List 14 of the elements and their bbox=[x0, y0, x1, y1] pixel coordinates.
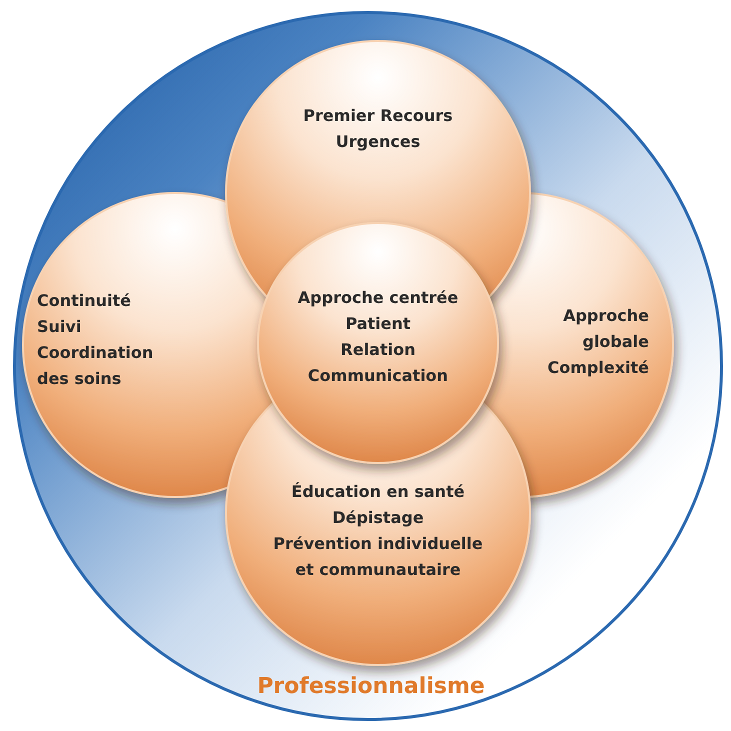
topic-label: Complexité bbox=[546, 357, 649, 379]
topic-label: Prévention individuelle et communautaire bbox=[272, 533, 484, 581]
topic-label: Communication bbox=[306, 365, 450, 387]
topic-label: Relation bbox=[340, 339, 416, 361]
topic-label: Urgences bbox=[334, 131, 422, 153]
diagram-heading: Professionnalisme bbox=[256, 674, 486, 700]
topic-label: Suivi bbox=[37, 316, 82, 338]
topic-label: Continuité bbox=[37, 290, 132, 312]
topic-label: Dépistage bbox=[331, 507, 425, 529]
topic-label: Coordination des soins bbox=[37, 342, 154, 390]
topic-label: Éducation en santé bbox=[290, 481, 466, 503]
topic-label: Approche globale bbox=[562, 305, 649, 353]
topic-label: Approche centrée Patient bbox=[296, 287, 460, 335]
topic-label: Premier Recours bbox=[302, 105, 454, 127]
